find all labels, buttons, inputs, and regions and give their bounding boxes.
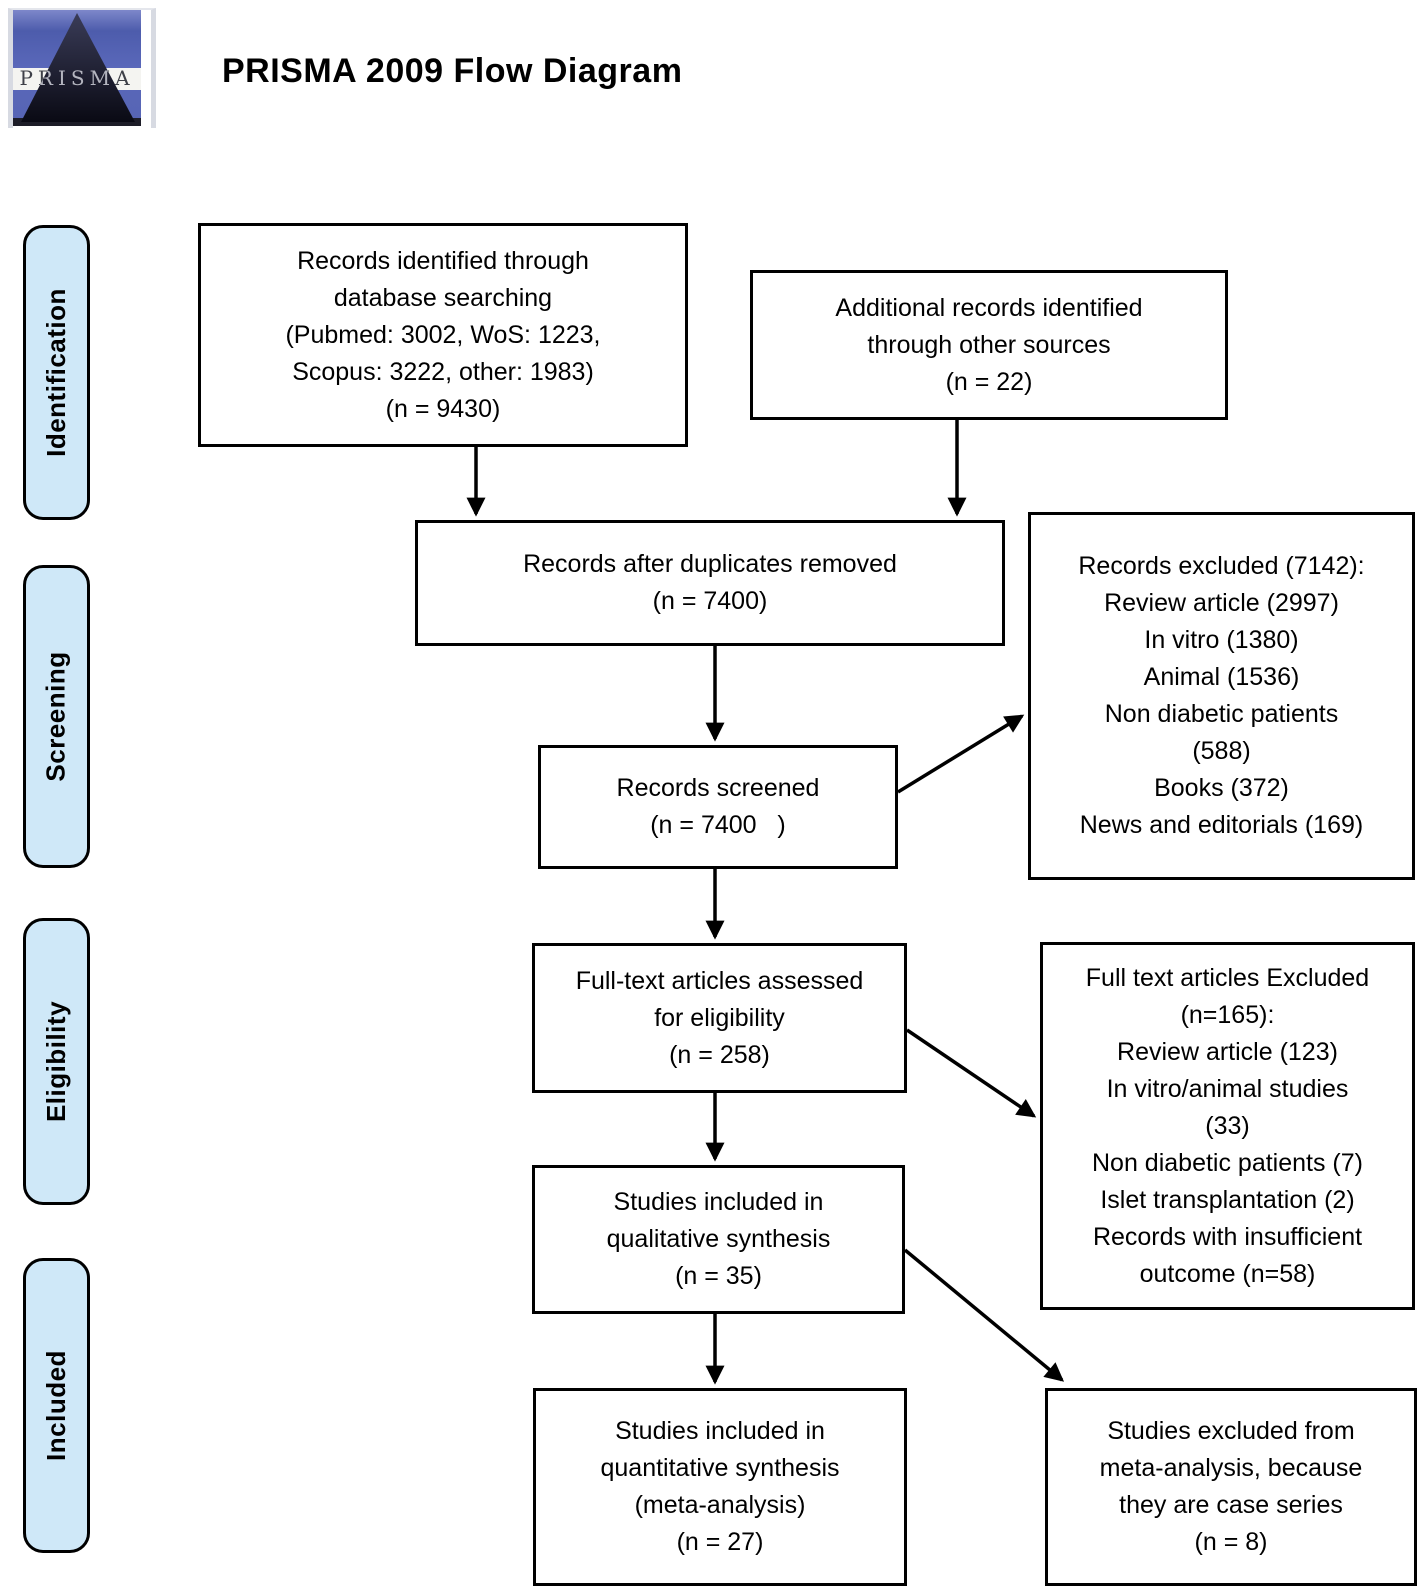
- arrow-screened-to-excluded: [897, 714, 1025, 794]
- box-text: Records excluded (7142): Review article …: [1078, 552, 1365, 839]
- box-text: Studies included in quantitative synthes…: [600, 1417, 840, 1556]
- box-records-screened: Records screened (n = 7400 ): [538, 745, 898, 869]
- box-text: Full text articles Excluded (n=165): Rev…: [1085, 963, 1370, 1288]
- box-text: Records after duplicates removed (n = 74…: [523, 550, 897, 615]
- box-text: Studies included in qualitative synthesi…: [606, 1188, 831, 1290]
- stage-label-included: Included: [23, 1258, 90, 1553]
- box-text: Records screened (n = 7400 ): [616, 774, 820, 839]
- box-records-after-duplicates: Records after duplicates removed (n = 74…: [415, 520, 1005, 646]
- stage-label-identification: Identification: [23, 225, 90, 520]
- stage-label-screening: Screening: [23, 565, 90, 868]
- box-fulltext-excluded: Full text articles Excluded (n=165): Rev…: [1040, 942, 1415, 1310]
- arrow-fulltext-to-excluded: [906, 1028, 1037, 1118]
- stage-label-text: Screening: [41, 651, 71, 782]
- box-quantitative-synthesis: Studies included in quantitative synthes…: [533, 1388, 907, 1586]
- box-text: Records identified through database sear…: [285, 246, 601, 423]
- box-text: Studies excluded from meta-analysis, bec…: [1099, 1417, 1363, 1556]
- stage-label-text: Included: [41, 1350, 71, 1461]
- box-fulltext-assessed: Full-text articles assessed for eligibil…: [532, 943, 907, 1093]
- box-excluded-from-meta-analysis: Studies excluded from meta-analysis, bec…: [1045, 1388, 1417, 1586]
- arrow-qualitative-to-meta-excluded: [903, 1248, 1065, 1382]
- box-qualitative-synthesis: Studies included in qualitative synthesi…: [532, 1165, 905, 1314]
- prisma-logo: PRISMA PRISMA: [8, 8, 156, 128]
- page-title: PRISMA 2009 Flow Diagram: [222, 52, 683, 90]
- stage-label-eligibility: Eligibility: [23, 918, 90, 1205]
- pyramid-icon: [21, 13, 135, 122]
- stage-label-text: Identification: [41, 288, 71, 457]
- box-additional-records: Additional records identified through ot…: [750, 270, 1228, 420]
- box-text: Full-text articles assessed for eligibil…: [575, 966, 864, 1069]
- stage-label-text: Eligibility: [41, 1000, 72, 1123]
- box-records-identified: Records identified through database sear…: [198, 223, 688, 447]
- prisma-logo-graphic: PRISMA PRISMA: [13, 10, 141, 126]
- box-text: Additional records identified through ot…: [835, 293, 1143, 396]
- box-records-excluded: Records excluded (7142): Review article …: [1028, 512, 1415, 880]
